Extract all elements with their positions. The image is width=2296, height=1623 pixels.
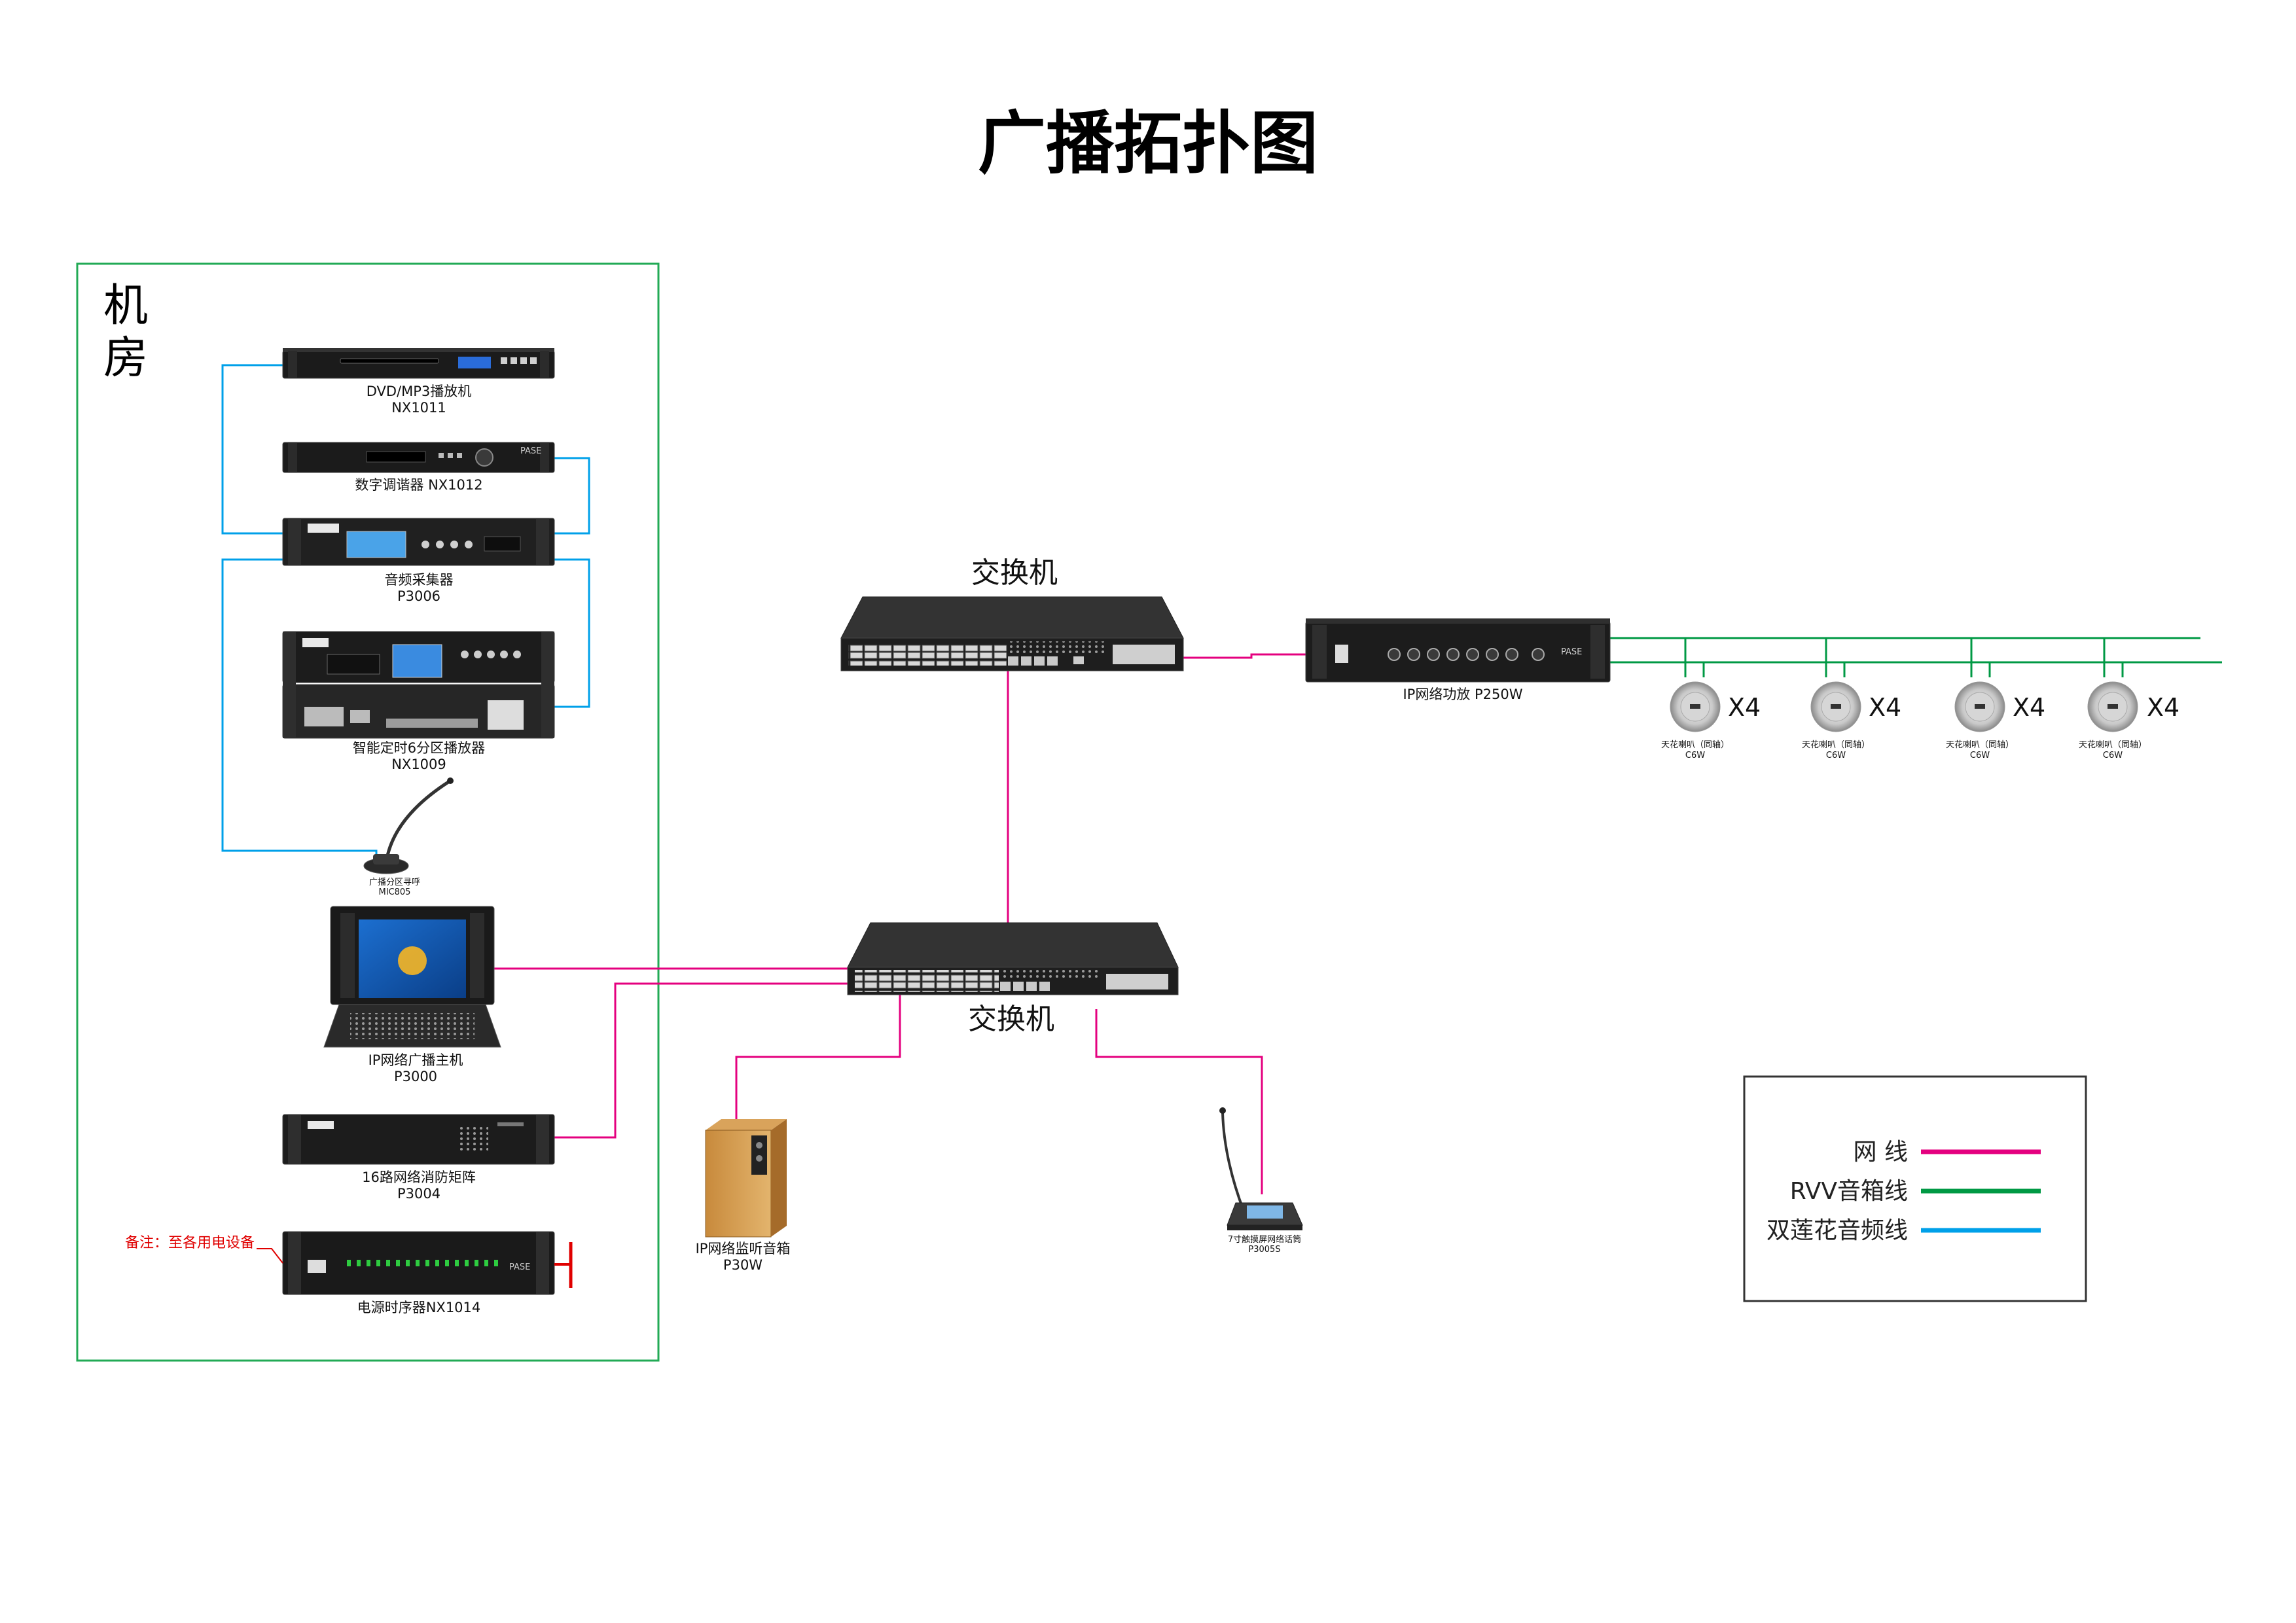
collector-model: P3006 bbox=[397, 588, 440, 604]
touchscreen-paging-station[interactable] bbox=[1219, 1107, 1303, 1230]
note-leader bbox=[257, 1248, 283, 1264]
zone-player[interactable] bbox=[282, 631, 555, 739]
paging-station-model: P3005S bbox=[1248, 1245, 1280, 1255]
speaker-1-name: 天花喇叭（同轴） bbox=[1661, 740, 1729, 750]
machine-room-label-line2: 房 bbox=[103, 332, 148, 384]
top-switch-label: 交换机 bbox=[971, 556, 1058, 590]
legend: 网 线 RVV音箱线 双莲花音频线 bbox=[1743, 1075, 2087, 1302]
dvd-mp3-player[interactable] bbox=[282, 348, 555, 379]
collector-name: 音频采集器 bbox=[385, 572, 454, 588]
paging-microphone[interactable] bbox=[363, 777, 454, 874]
zone-player-name: 智能定时6分区播放器 bbox=[353, 740, 485, 756]
rca-cables bbox=[221, 364, 590, 867]
power-note: 备注：至各用电设备 bbox=[125, 1235, 255, 1251]
page-title: 广播拓扑图 bbox=[978, 103, 1318, 183]
microphone-model: MIC805 bbox=[379, 887, 411, 897]
host-name: IP网络广播主机 bbox=[368, 1052, 463, 1068]
bottom-switch-label: 交换机 bbox=[968, 1003, 1054, 1036]
machine-room-label-line1: 机 bbox=[103, 280, 148, 332]
ip-monitor-speaker[interactable] bbox=[705, 1119, 787, 1238]
monitor-speaker-name: IP网络监听音箱 bbox=[696, 1241, 791, 1257]
network-cables bbox=[494, 653, 1306, 1194]
power-sequencer[interactable]: PASE bbox=[282, 1231, 555, 1295]
ceiling-speaker-4[interactable] bbox=[2087, 681, 2138, 732]
rvv-speaker-cables bbox=[1610, 637, 2222, 677]
paging-station-name: 7寸触摸屏网络话筒 bbox=[1228, 1234, 1301, 1245]
ceiling-speaker-1[interactable] bbox=[1670, 681, 1721, 732]
digital-tuner[interactable]: PASE bbox=[282, 442, 555, 473]
fire-control-matrix[interactable] bbox=[282, 1114, 555, 1165]
bottom-network-switch[interactable] bbox=[847, 922, 1179, 995]
ceiling-speaker-2[interactable] bbox=[1810, 681, 1861, 732]
ip-broadcast-host[interactable] bbox=[323, 906, 501, 1048]
speaker-4-name: 天花喇叭（同轴） bbox=[2079, 740, 2147, 750]
top-network-switch[interactable] bbox=[840, 596, 1184, 671]
machine-room-border bbox=[76, 262, 660, 1362]
microphone-name: 广播分区寻呼 bbox=[369, 878, 420, 887]
speaker-3-power: C6W bbox=[1970, 751, 1990, 760]
speaker-3-qty: X4 bbox=[2013, 693, 2045, 722]
amplifier-brand-mark: PASE bbox=[1561, 647, 1582, 657]
speaker-2-name: 天花喇叭（同轴） bbox=[1802, 740, 1870, 750]
tuner-brand-mark: PASE bbox=[520, 446, 541, 456]
monitor-speaker-model: P30W bbox=[723, 1257, 762, 1273]
legend-rca-label: 双莲花音频线 bbox=[1767, 1217, 1908, 1244]
audio-collector[interactable] bbox=[282, 518, 555, 566]
dvd-player-model: NX1011 bbox=[391, 400, 446, 416]
ceiling-speaker-3[interactable] bbox=[1954, 681, 2005, 732]
legend-network-label: 网 线 bbox=[1854, 1139, 1908, 1166]
legend-rvv-label: RVV音箱线 bbox=[1790, 1178, 1908, 1205]
ip-network-amplifier[interactable]: PASE bbox=[1305, 618, 1611, 683]
fire-matrix-model: P3004 bbox=[397, 1186, 440, 1202]
speaker-2-qty: X4 bbox=[1869, 693, 1901, 722]
sequencer-name: 电源时序器NX1014 bbox=[357, 1300, 481, 1315]
speaker-4-qty: X4 bbox=[2147, 693, 2179, 722]
host-model: P3000 bbox=[394, 1069, 437, 1084]
speaker-4-power: C6W bbox=[2103, 751, 2123, 760]
fire-matrix-name: 16路网络消防矩阵 bbox=[362, 1169, 476, 1185]
speaker-1-qty: X4 bbox=[1728, 693, 1761, 722]
speaker-2-power: C6W bbox=[1826, 751, 1846, 760]
dvd-player-name: DVD/MP3播放机 bbox=[367, 383, 472, 399]
speaker-1-power: C6W bbox=[1685, 751, 1705, 760]
sequencer-brand-mark: PASE bbox=[509, 1262, 530, 1272]
speaker-3-name: 天花喇叭（同轴） bbox=[1946, 740, 2014, 750]
tuner-name: 数字调谐器 NX1012 bbox=[355, 477, 482, 493]
zone-player-model: NX1009 bbox=[391, 757, 446, 772]
amplifier-name: IP网络功放 P250W bbox=[1403, 687, 1522, 702]
